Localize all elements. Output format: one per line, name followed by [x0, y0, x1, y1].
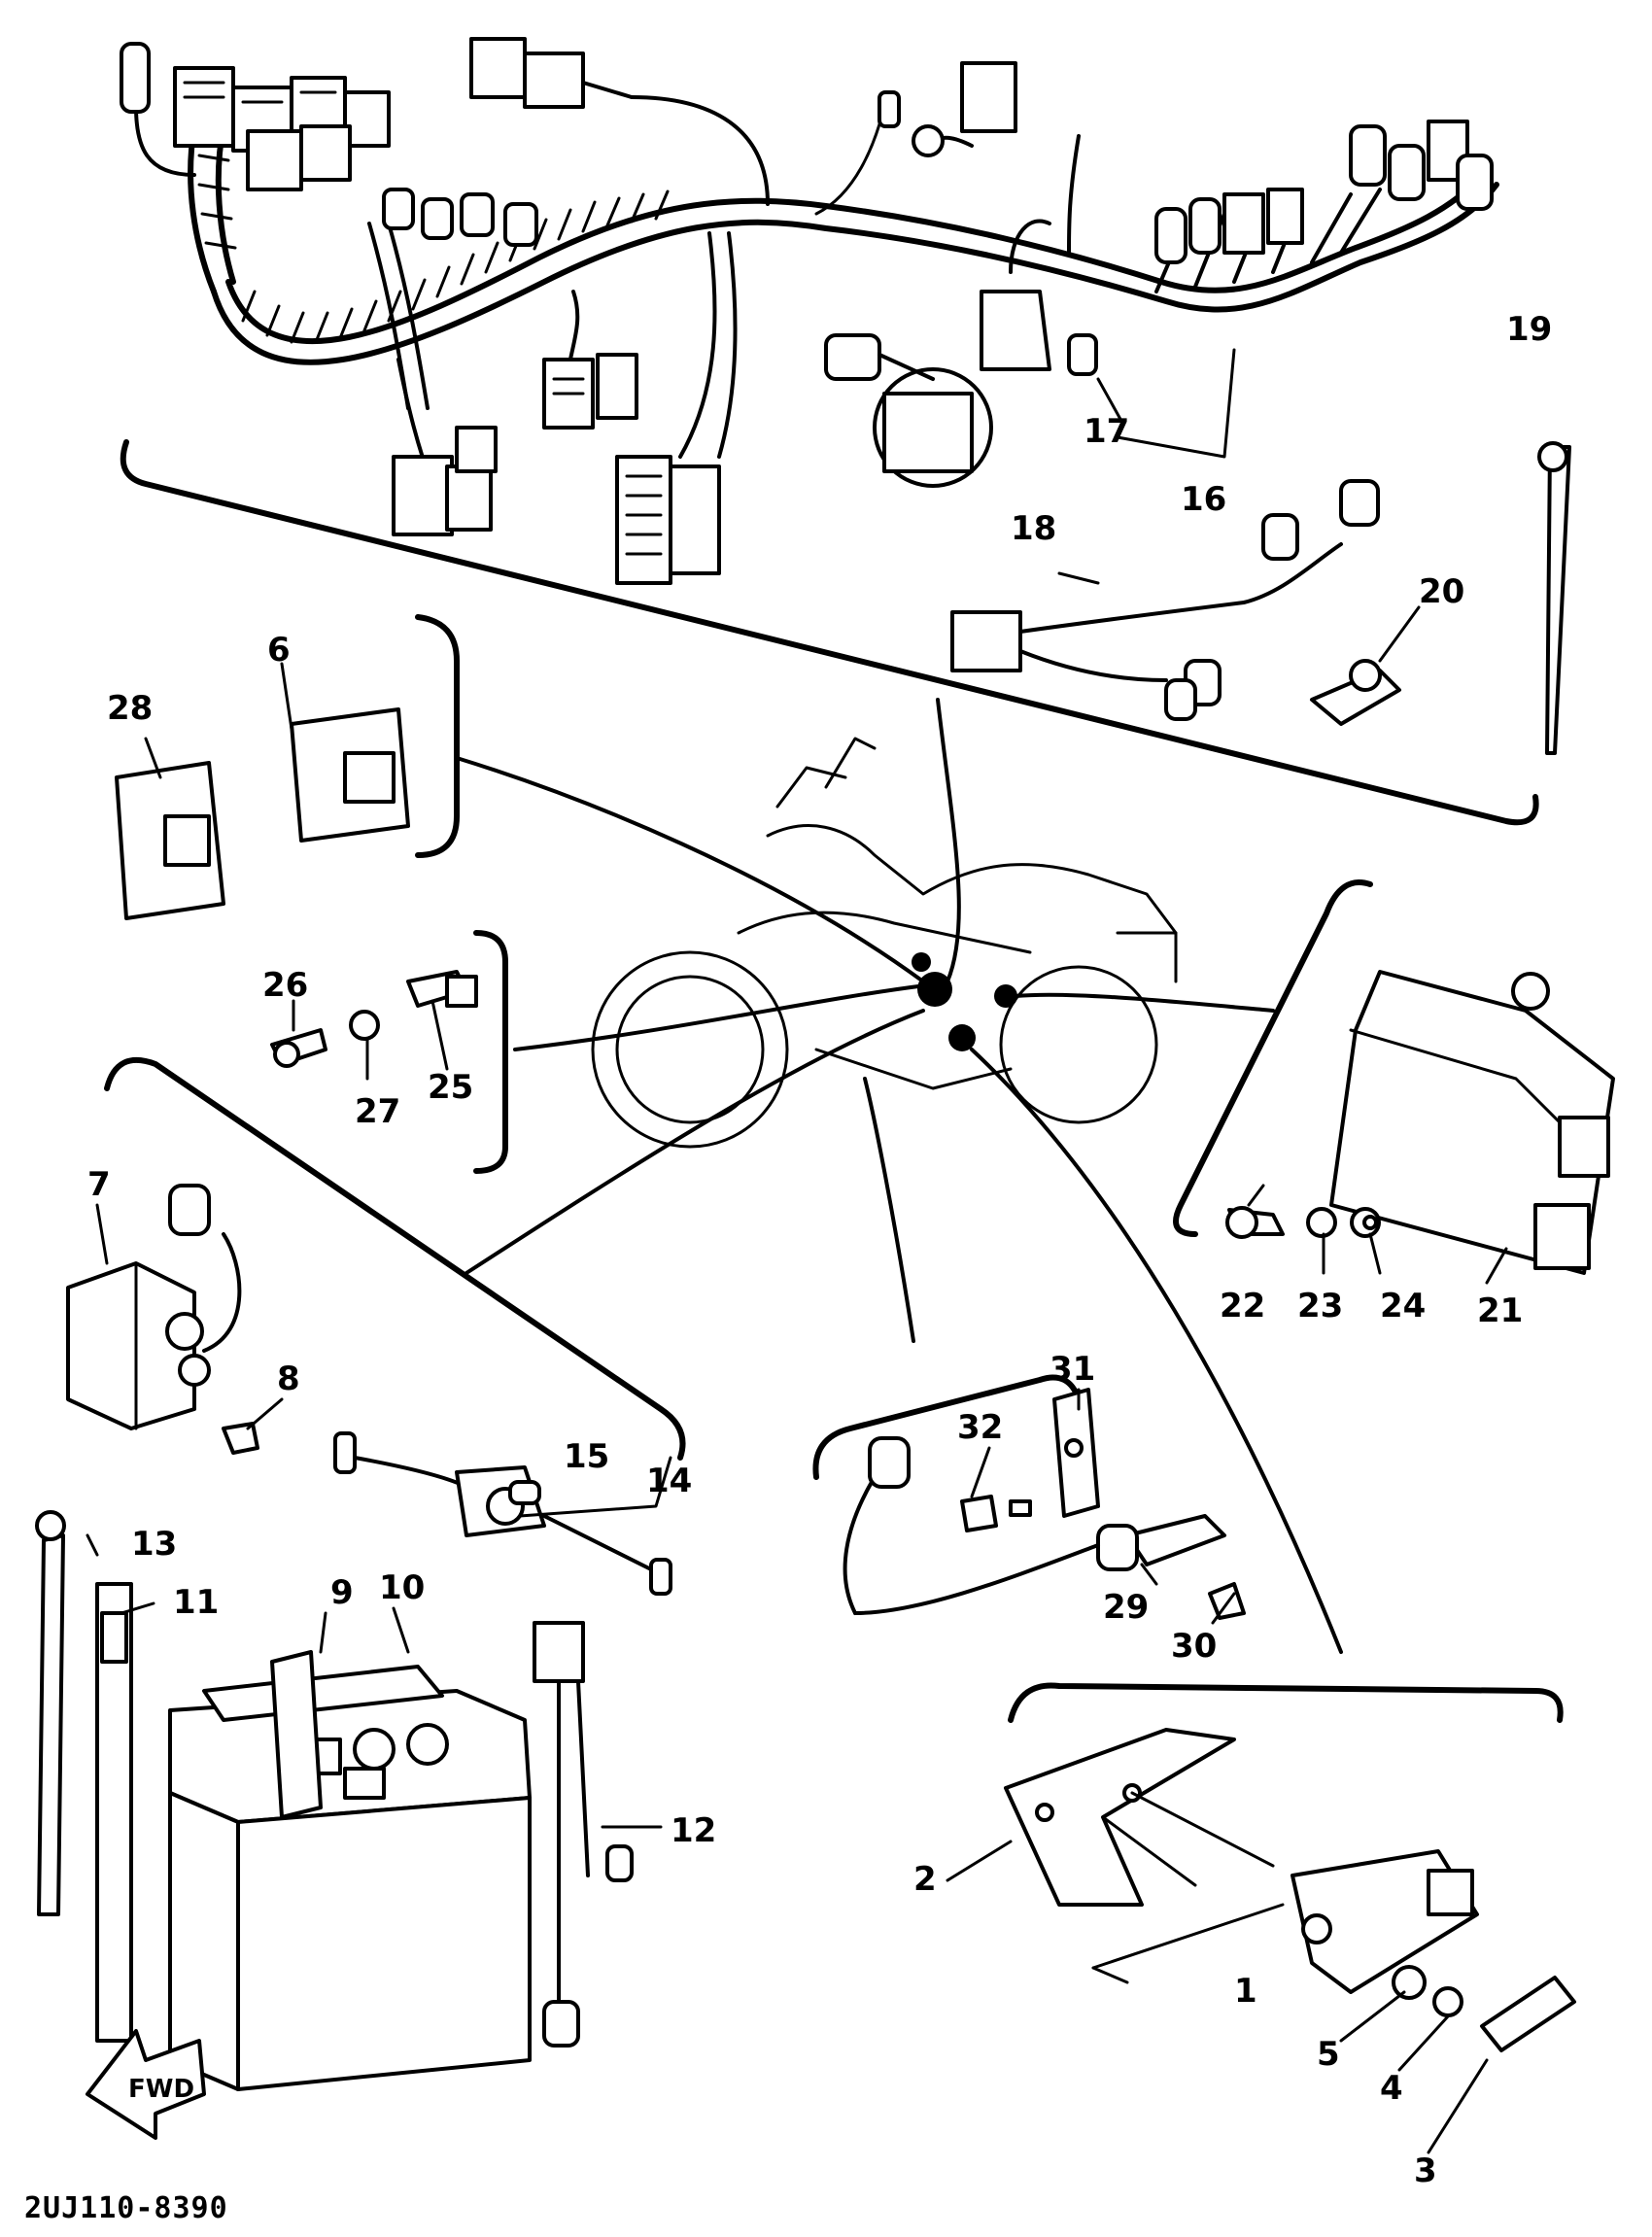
callout-leaders: [86, 377, 1508, 2154]
label-5: 5: [1317, 2035, 1340, 2074]
cdi-unit-group: [1173, 879, 1615, 1275]
label-17: 17: [1084, 412, 1129, 451]
label-18: 18: [1011, 509, 1056, 548]
label-15: 15: [564, 1437, 609, 1476]
label-1: 1: [1234, 1972, 1257, 2011]
label-31: 31: [1050, 1350, 1095, 1389]
label-28: 28: [107, 689, 153, 728]
label-8: 8: [277, 1359, 300, 1398]
label-9: 9: [330, 1573, 354, 1612]
label-23: 23: [1297, 1287, 1343, 1325]
sub-harness: [950, 479, 1380, 721]
label-13: 13: [131, 1525, 177, 1564]
label-30: 30: [1171, 1627, 1217, 1666]
bolt-group: [270, 930, 508, 1174]
switch-group: [812, 1374, 1246, 1620]
relay-group: [115, 614, 460, 920]
label-27: 27: [355, 1092, 400, 1131]
label-4: 4: [1380, 2069, 1403, 2108]
label-16: 16: [1181, 480, 1226, 519]
motorcycle-outline: [591, 737, 1178, 1149]
label-10: 10: [379, 1568, 425, 1607]
label-6: 6: [267, 631, 291, 670]
starter-relay-group: [66, 1057, 686, 1461]
part-labels: 1 2 3 4 5 6 7 8 9 10 11 12 13 14 15 16 1…: [87, 310, 1552, 2190]
label-24: 24: [1380, 1287, 1426, 1325]
cable-tie: [1537, 441, 1571, 755]
fwd-arrow: FWD: [86, 2029, 206, 2140]
battery-group: [35, 1510, 634, 2091]
label-32: 32: [957, 1408, 1003, 1447]
label-29: 29: [1103, 1588, 1149, 1627]
label-7: 7: [87, 1165, 111, 1204]
label-19: 19: [1506, 310, 1552, 349]
fuse-holder-group: [333, 1431, 672, 1596]
label-2: 2: [913, 1860, 937, 1899]
locator-marks: [912, 952, 1017, 1051]
reference-code: 2UJ110-8390: [24, 2191, 228, 2225]
clamp: [1310, 659, 1401, 726]
label-25: 25: [428, 1068, 473, 1107]
label-20: 20: [1419, 572, 1464, 611]
label-14: 14: [646, 1462, 692, 1500]
regulator-group: [1004, 1682, 1576, 2052]
leader-lines: [455, 698, 1343, 1654]
label-22: 22: [1220, 1287, 1265, 1325]
label-3: 3: [1414, 2151, 1437, 2190]
label-21: 21: [1477, 1291, 1523, 1330]
wire-harness-group: [120, 37, 1539, 826]
label-11: 11: [173, 1583, 219, 1622]
fwd-arrow-text: FWD: [128, 2075, 194, 2104]
label-26: 26: [262, 966, 308, 1005]
label-12: 12: [671, 1811, 716, 1850]
